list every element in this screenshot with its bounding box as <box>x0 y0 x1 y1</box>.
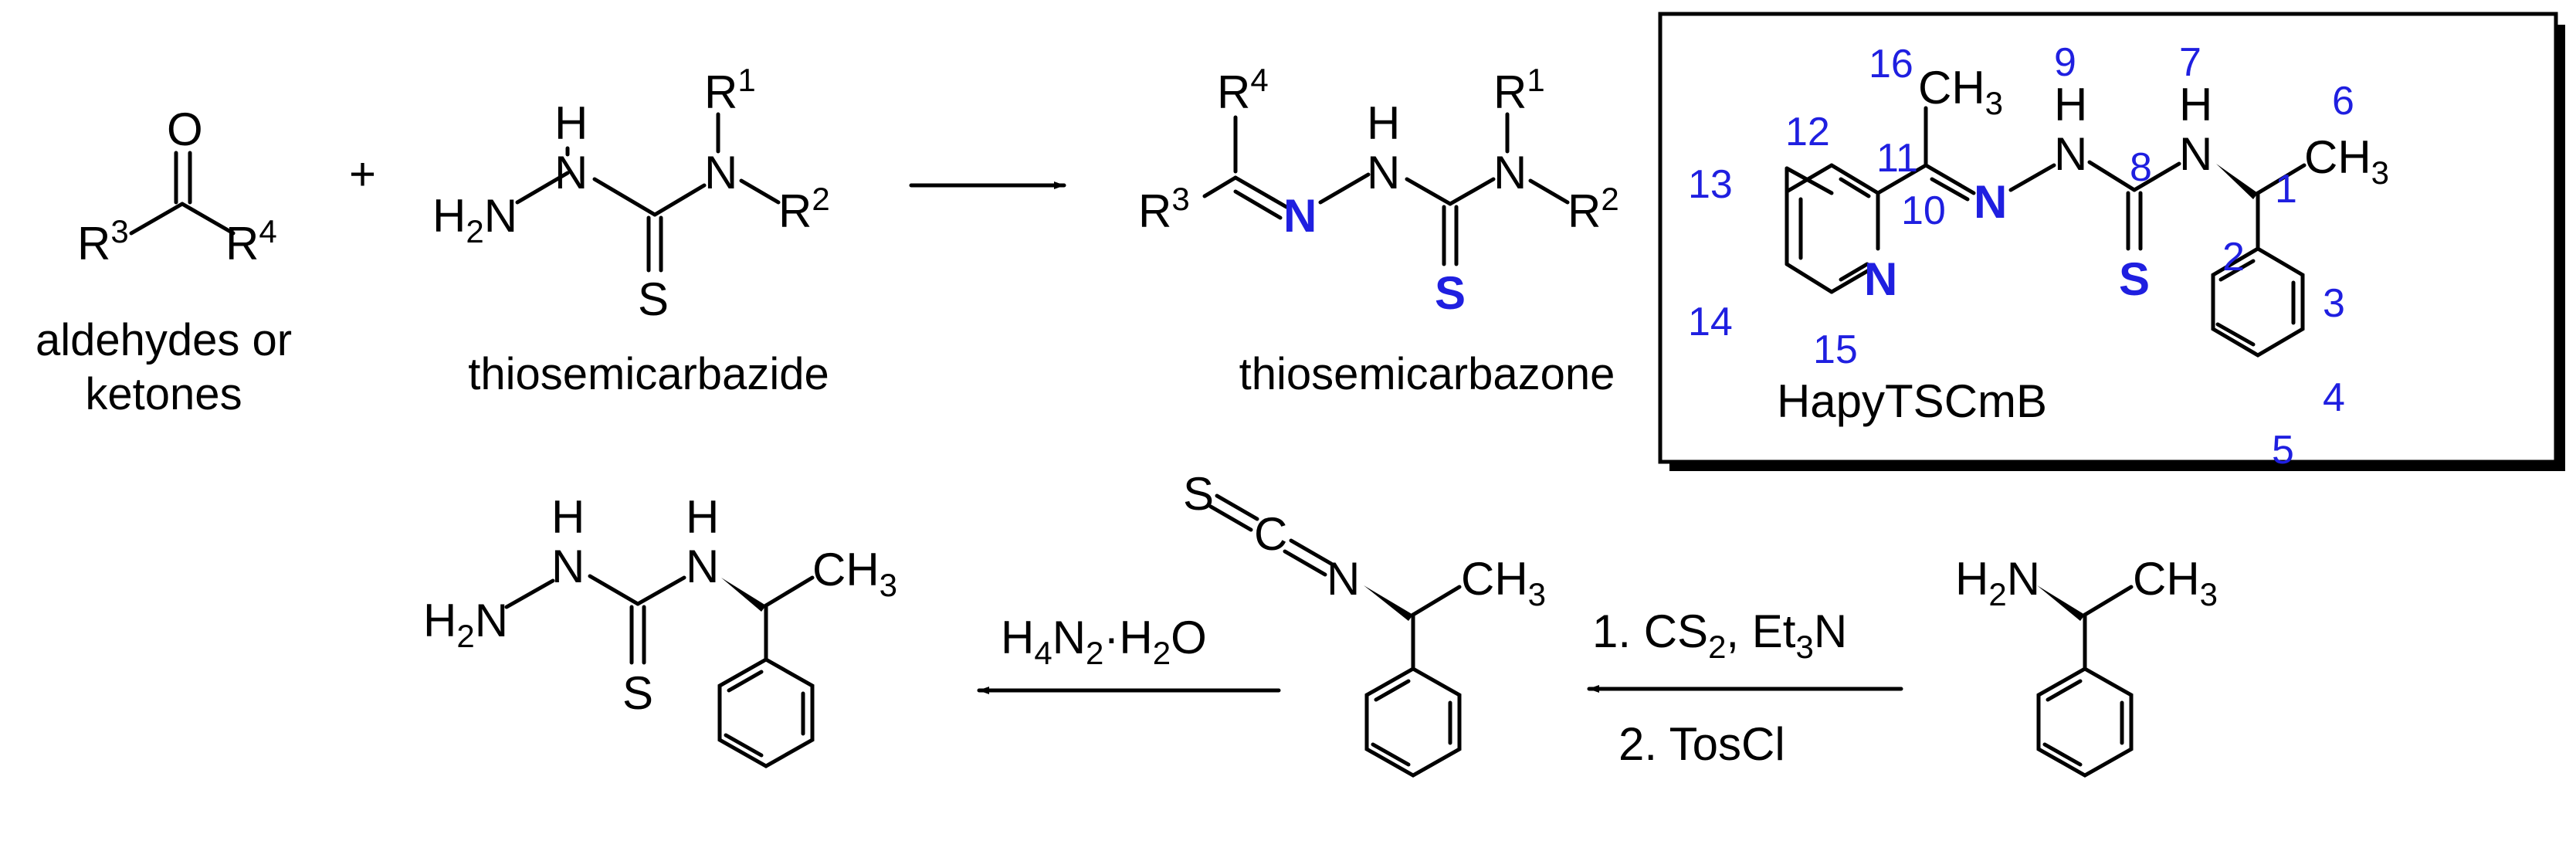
product-thiosemicarbazide: H2N H N S H N CH3 <box>423 491 897 768</box>
atom-number-8: 8 <box>2130 145 2152 190</box>
amine-ch3: CH3 <box>2133 553 2218 612</box>
atom-number-12: 12 <box>1785 110 1830 154</box>
box-nh7-n: N <box>2179 128 2212 180</box>
box-compound-name: HapyTSCmB <box>1777 375 2047 427</box>
atom-number-7: 7 <box>2179 40 2201 85</box>
isothiocyanate-phenyl-ring <box>1364 666 1462 778</box>
thiosemicarbazide-n-r: N <box>704 147 737 198</box>
box-nh7-h: H <box>2179 79 2212 131</box>
product-h2n: H2N <box>423 595 508 654</box>
thiosemicarbazone-s-blue: S <box>1435 267 1466 319</box>
atom-number-6: 6 <box>2332 79 2354 124</box>
carbonyl-r3: R3 <box>77 213 129 270</box>
reagent-step-2: 2. TosCl <box>1618 718 1785 770</box>
product-ch3: CH3 <box>812 544 897 603</box>
isothiocyanate-structure: S C N CH3 <box>1183 468 1546 778</box>
thiosemicarbazone-structure: R4 R3 N H N S N R1 R2 thiosemicarbazone <box>1138 62 1619 399</box>
amine-structure: H2N CH3 <box>1955 553 2218 778</box>
atom-number-1: 1 <box>2275 167 2297 212</box>
product-nh2-n: N <box>686 541 719 592</box>
pyridine-n: N <box>1864 253 1897 305</box>
atom-number-16: 16 <box>1869 42 1913 86</box>
product-nh1-n: N <box>551 541 585 592</box>
atom-number-4: 4 <box>2323 375 2345 420</box>
isothiocyanate-n: N <box>1327 553 1360 605</box>
box-ch3-top: CH3 <box>1918 62 2003 121</box>
plus-sign: + <box>349 148 376 200</box>
thiosemicarbazide-structure: H2N H N S N R1 R2 thiosemicarbazide <box>432 62 830 399</box>
product-s: S <box>622 667 653 719</box>
box-s: S <box>2119 253 2150 305</box>
product-phenyl-ring <box>717 657 815 768</box>
product-nh1-h: H <box>551 491 585 543</box>
atom-number-2: 2 <box>2222 235 2245 280</box>
thiosemicarbazide-r2: R2 <box>778 181 830 237</box>
caption-thiosemicarbazide: thiosemicarbazide <box>468 349 829 399</box>
box-nh9-n: N <box>2054 128 2087 180</box>
thiosemicarbazone-n-blue: N <box>1283 190 1317 242</box>
box-nh9-h: H <box>2054 79 2087 131</box>
reagent-step-1: 1. CS2, Et3N <box>1592 605 1847 665</box>
reagent-hydrazine-hydrate: H4N2·H2O <box>1001 612 1207 671</box>
thiosemicarbazide-s: S <box>638 273 669 325</box>
carbonyl-structure: O R3 R4 aldehydes or ketones <box>36 103 292 419</box>
thiosemicarbazone-r3: R3 <box>1138 181 1190 237</box>
thiosemicarbazone-nh-n: N <box>1367 147 1400 198</box>
box-phenyl-ring <box>2211 246 2305 358</box>
atom-number-13: 13 <box>1688 162 1733 207</box>
box-n-imine: N <box>1974 176 2007 228</box>
carbonyl-oxygen: O <box>167 103 203 155</box>
isothiocyanate-s: S <box>1183 468 1214 520</box>
atom-number-14: 14 <box>1688 300 1733 344</box>
atom-number-15: 15 <box>1813 327 1858 372</box>
caption-thiosemicarbazone: thiosemicarbazone <box>1239 349 1615 399</box>
amine-phenyl-ring <box>2036 666 2134 778</box>
thiosemicarbazide-nh-n: N <box>554 147 588 198</box>
carbonyl-r4: R4 <box>225 213 277 270</box>
thiosemicarbazone-r2: R2 <box>1568 181 1619 237</box>
thiosemicarbazide-r1: R1 <box>704 62 756 118</box>
amine-h2n: H2N <box>1955 553 2040 612</box>
thiosemicarbazone-r4: R4 <box>1217 62 1269 118</box>
thiosemicarbazone-nh-h: H <box>1367 97 1400 149</box>
caption-aldehydes-or: aldehydes or <box>36 315 292 365</box>
product-nh2-h: H <box>686 491 719 543</box>
hapytscmb-box: N CH3 N H N S H N CH3 HapyTSCmB 1 2 <box>1658 12 2565 473</box>
atom-number-5: 5 <box>2272 428 2294 473</box>
atom-number-9: 9 <box>2054 40 2076 85</box>
box-ch3-right: CH3 <box>2304 131 2389 191</box>
thiosemicarbazone-n-r: N <box>1493 147 1527 198</box>
isothiocyanate-c: C <box>1254 508 1287 560</box>
atom-number-3: 3 <box>2323 281 2345 326</box>
isothiocyanate-ch3: CH3 <box>1461 553 1546 612</box>
caption-ketones: ketones <box>85 369 242 419</box>
thiosemicarbazide-h2n: H2N <box>432 190 517 249</box>
atom-number-11: 11 <box>1876 136 1918 181</box>
thiosemicarbazide-nh-h: H <box>554 97 588 149</box>
thiosemicarbazone-r1: R1 <box>1493 62 1545 118</box>
atom-number-10: 10 <box>1901 188 1946 233</box>
pyridine-ring <box>1785 163 1880 294</box>
